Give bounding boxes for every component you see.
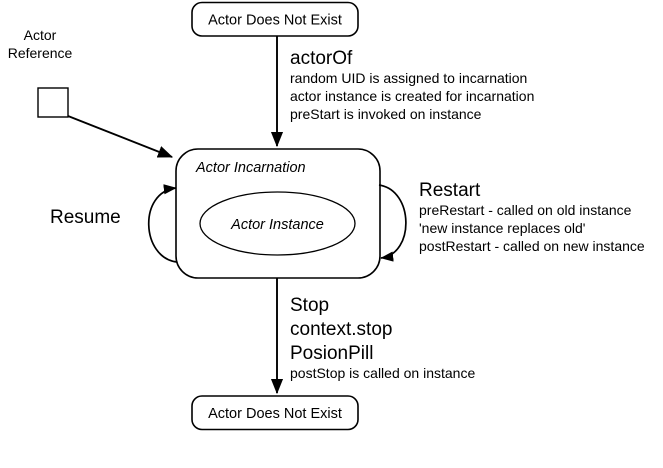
edge-resume-loop <box>147 184 178 263</box>
restart-heading: Restart <box>419 180 481 201</box>
actorof-line-2: preStart is invoked on instance <box>290 106 482 122</box>
instance-ellipse <box>199 191 356 256</box>
node-actor-does-not-exist-bottom: Actor Does Not Exist <box>191 395 359 431</box>
top-state-label: Actor Does Not Exist <box>208 12 342 28</box>
actor-reference-line2: Reference <box>8 45 73 61</box>
transition-stop-text: Stop context.stop PosionPill postStop is… <box>290 295 475 381</box>
actorof-line-1: actor instance is created for incarnatio… <box>290 88 534 104</box>
stop-heading-2: PosionPill <box>290 343 373 364</box>
actor-reference-line1: Actor <box>24 27 57 43</box>
node-actor-reference <box>37 87 69 118</box>
stop-heading-1: context.stop <box>290 319 392 340</box>
transition-actorof-text: actorOf random UID is assigned to incarn… <box>290 48 534 122</box>
incarnation-label: Actor Incarnation <box>195 160 306 176</box>
edge-restart-loop <box>378 184 407 262</box>
stop-heading-0: Stop <box>290 295 329 316</box>
edge-actor-reference-to-incarnation <box>67 115 174 158</box>
transition-resume-label: Resume <box>50 207 121 228</box>
actor-reference-caption: Actor Reference <box>8 27 73 61</box>
node-actor-instance: Actor Instance <box>199 191 356 256</box>
actorof-heading: actorOf <box>290 48 353 69</box>
actor-reference-square <box>37 87 69 118</box>
actorof-line-0: random UID is assigned to incarnation <box>290 70 527 86</box>
bottom-state-box <box>191 395 359 431</box>
node-actor-does-not-exist-top: Actor Does Not Exist <box>191 1 359 37</box>
restart-line-0: preRestart - called on old instance <box>419 202 632 218</box>
restart-line-2: postRestart - called on new instance <box>419 238 645 254</box>
bottom-state-label: Actor Does Not Exist <box>208 406 342 422</box>
top-state-box <box>191 1 359 37</box>
stop-line-0: postStop is called on instance <box>290 365 475 381</box>
transition-restart-text: Restart preRestart - called on old insta… <box>419 180 645 254</box>
restart-line-1: 'new instance replaces old' <box>419 220 585 236</box>
instance-label: Actor Instance <box>230 217 324 233</box>
